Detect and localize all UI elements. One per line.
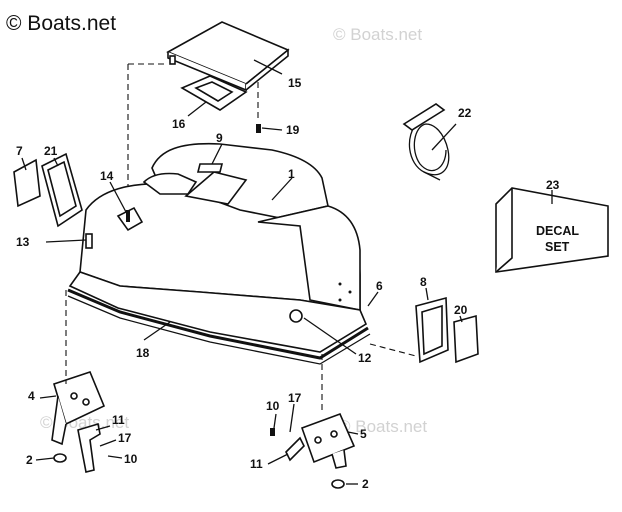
mount-bracket-part-5 [300, 412, 356, 469]
leader-lines [21, 59, 553, 485]
callout-17-right: 17 [288, 391, 302, 405]
seal-part-16 [180, 75, 248, 111]
callout-2-right: 2 [362, 477, 369, 491]
callout-7: 7 [16, 144, 23, 158]
bracket-part-11-left [77, 422, 101, 473]
callout-2-left: 2 [26, 453, 33, 467]
callout-21: 21 [44, 144, 58, 158]
callout-22: 22 [458, 106, 472, 120]
bracket-part-11-right [285, 436, 305, 462]
screw-part-10-right [270, 428, 275, 436]
side-panel-part-8 [415, 296, 449, 364]
callout-10-right: 10 [266, 399, 280, 413]
watermark-bottom-right: © Boats.net [338, 417, 427, 436]
side-panel-part-21 [41, 152, 83, 228]
alignment-line-right-panel [369, 343, 417, 357]
callout-13: 13 [16, 235, 30, 249]
callout-4: 4 [28, 389, 35, 403]
callout-1: 1 [288, 167, 295, 181]
callout-16: 16 [172, 117, 186, 131]
callout-9: 9 [216, 131, 223, 145]
callout-20: 20 [454, 303, 468, 317]
mount-bracket-part-4 [51, 371, 106, 446]
callout-15: 15 [288, 76, 302, 90]
starter-cable-part-22 [402, 103, 450, 181]
callout-19: 19 [286, 123, 300, 137]
callout-23: 23 [546, 178, 560, 192]
decal-set-box-part-23: DECAL SET [495, 187, 609, 273]
decal-box-line2: SET [545, 240, 570, 254]
callout-18: 18 [136, 346, 150, 360]
callout-6: 6 [376, 279, 383, 293]
cap-part-2-right [331, 479, 345, 489]
callout-14: 14 [100, 169, 114, 183]
access-cover-part-15 [166, 21, 290, 92]
screw-part-19 [256, 124, 261, 133]
watermark-main: © Boats.net [6, 12, 116, 35]
callout-8: 8 [420, 275, 427, 289]
decal-part-7 [13, 158, 41, 208]
cap-part-2-left [53, 453, 67, 463]
watermark-top-right: © Boats.net [333, 25, 422, 44]
callout-12: 12 [358, 351, 372, 365]
callout-11-right: 11 [250, 457, 263, 471]
engine-cover-part-1 [67, 142, 371, 365]
decal-part-20 [453, 314, 479, 364]
decal-box-line1: DECAL [536, 224, 579, 238]
callout-10-left: 10 [124, 452, 138, 466]
callout-17-left: 17 [118, 431, 132, 445]
callout-11-left: 11 [112, 413, 125, 427]
callout-5: 5 [360, 427, 367, 441]
